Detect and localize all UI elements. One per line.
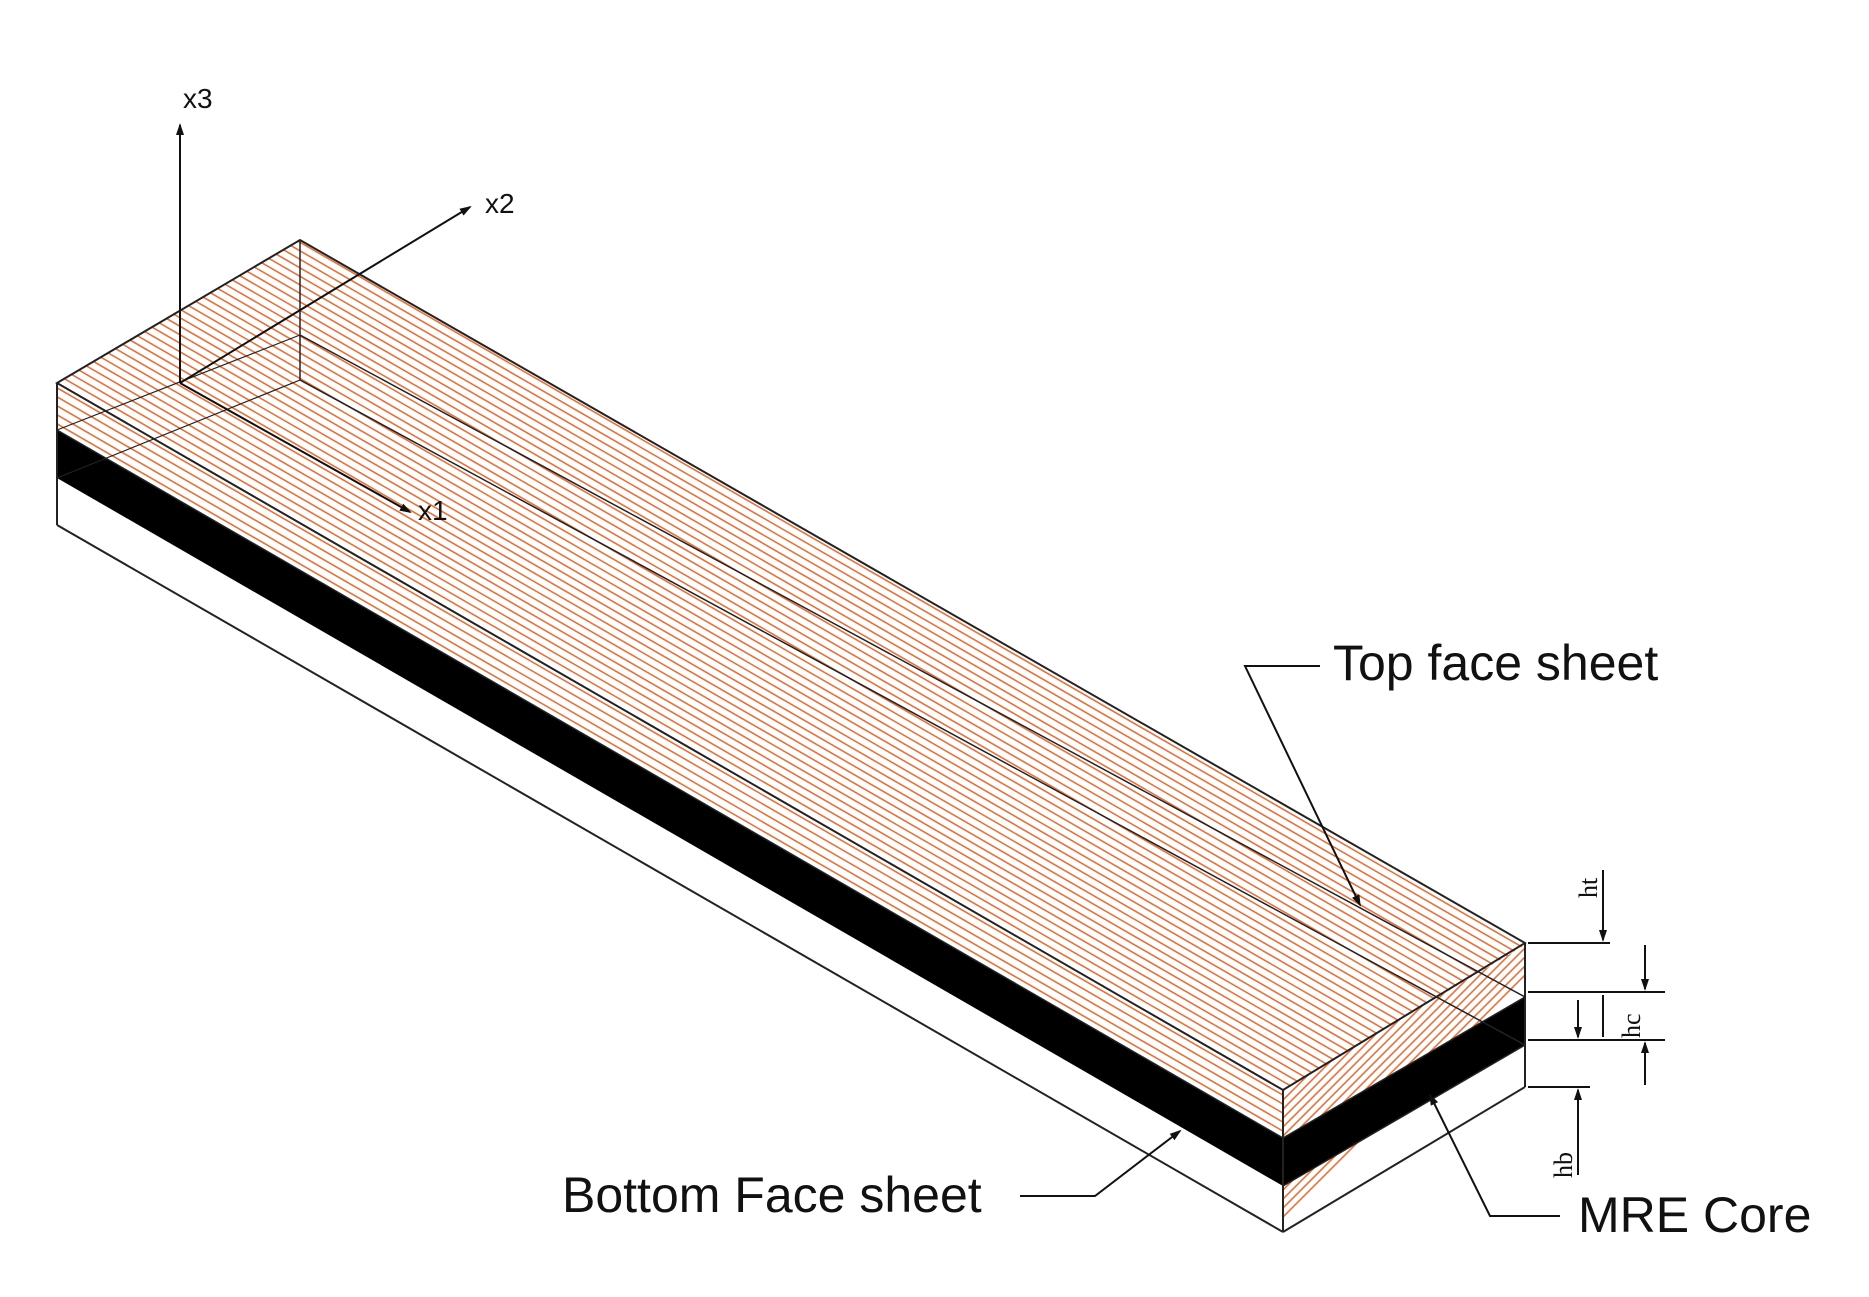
fiber-line — [151, 326, 1379, 1035]
fiber-line — [224, 283, 1452, 992]
fiber-line — [188, 304, 1415, 1014]
x1-axis-label: x1 — [418, 495, 448, 526]
fiber-line — [71, 373, 1298, 1083]
fiber-line — [180, 309, 1408, 1018]
fiber-line — [107, 352, 1335, 1061]
fiber-line — [297, 240, 1525, 949]
fiber-line — [57, 404, 1283, 1138]
fiber-line — [57, 386, 1283, 1138]
fiber-line — [239, 274, 1466, 984]
mre-core-end-band — [1283, 997, 1525, 1186]
fiber-line — [115, 347, 1342, 1057]
beam-outline — [55, 238, 1527, 1233]
fiber-line — [246, 270, 1474, 979]
fiber-line — [261, 261, 1488, 971]
fiber-line — [57, 383, 1283, 1111]
fiber-line — [217, 287, 1444, 997]
top-face-leader — [1243, 665, 1361, 907]
fiber-line — [268, 257, 1496, 966]
x1-axis-arrow — [179, 382, 412, 513]
fiber-line — [78, 369, 1306, 1078]
fiber-line — [122, 343, 1350, 1052]
fiber-line — [290, 244, 1517, 954]
mre-core-label: MRE Core — [1578, 1187, 1811, 1243]
fiber-line — [1250, 570, 1570, 890]
fiber-line — [144, 330, 1371, 1040]
fiber-line — [57, 487, 1283, 1138]
x2-axis-arrow — [179, 205, 472, 384]
top-face-fiber-hatching — [57, 240, 1525, 1090]
fiber-line — [1283, 945, 1525, 972]
bottom-face-leader — [1020, 1129, 1182, 1197]
hb-dimension-label: hb — [1549, 1152, 1578, 1178]
bottom-face-label: Bottom Face sheet — [562, 1167, 982, 1223]
fiber-line — [1250, 534, 1570, 854]
fiber-line — [1250, 543, 1570, 863]
fiber-line — [231, 279, 1459, 988]
fiber-line — [93, 360, 1320, 1070]
mre-core-leader — [1429, 1093, 1560, 1217]
fiber-line — [253, 266, 1481, 975]
coordinate-axes — [176, 123, 472, 513]
x3-axis-label: x3 — [183, 83, 213, 114]
fiber-line — [195, 300, 1423, 1009]
fiber-line — [282, 249, 1510, 958]
fiber-line — [173, 313, 1401, 1022]
fiber-line — [202, 296, 1430, 1005]
fiber-line — [57, 395, 1283, 1138]
hc-dimension-label: hc — [1617, 1013, 1646, 1038]
fiber-line — [57, 383, 1283, 1120]
fiber-line — [209, 292, 1437, 1001]
fiber-line — [1283, 945, 1525, 981]
mre-core-side-band — [57, 430, 1283, 1186]
fiber-line — [57, 469, 1283, 1138]
fiber-line — [100, 356, 1328, 1065]
fiber-line — [1250, 561, 1570, 881]
top-face-label: Top face sheet — [1333, 635, 1658, 691]
thickness-dimensions — [1528, 870, 1665, 1175]
fiber-line — [275, 253, 1503, 962]
fiber-line — [57, 505, 1283, 1138]
fiber-line — [63, 378, 1291, 1087]
fiber-line — [57, 413, 1283, 1138]
fiber-line — [166, 317, 1393, 1027]
fiber-line — [158, 322, 1386, 1031]
fiber-line — [85, 365, 1313, 1074]
fiber-line — [129, 339, 1357, 1048]
ht-dimension-label: ht — [1574, 877, 1603, 898]
fiber-line — [57, 496, 1283, 1138]
fiber-line — [1250, 552, 1570, 872]
fiber-line — [1283, 945, 1525, 1179]
fiber-line — [57, 383, 1283, 1129]
x2-axis-label: x2 — [485, 188, 515, 219]
fiber-line — [136, 335, 1364, 1044]
